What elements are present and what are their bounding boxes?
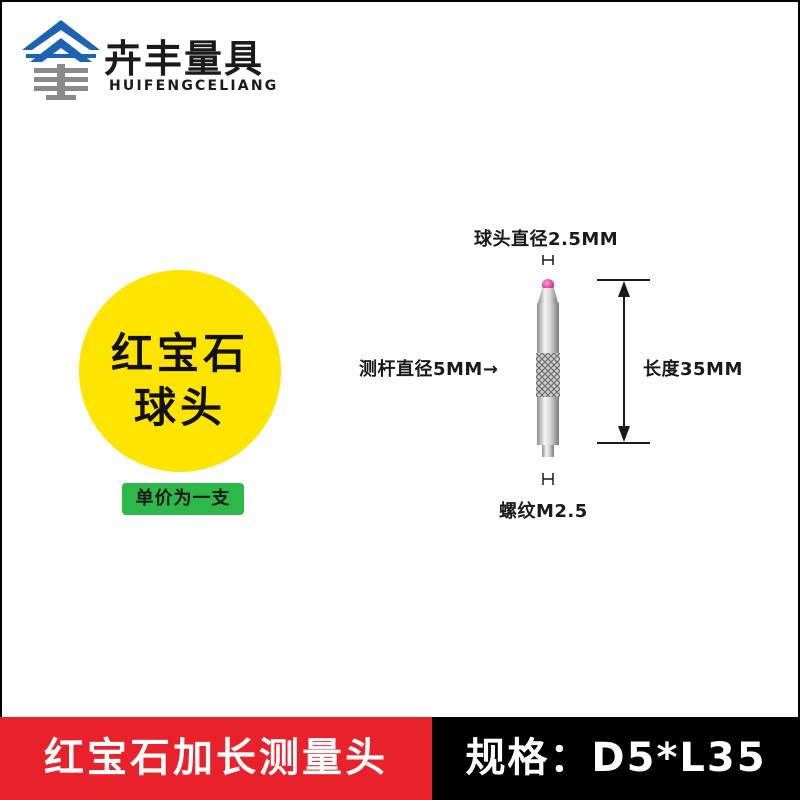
badge-line-1: 红宝石 [110, 329, 249, 378]
footer-spec-bar: 规格：D5*L35 [432, 717, 800, 800]
brand-name-cn: 卉丰量具 [104, 37, 265, 81]
ball-diameter-label: 球头直径2.5MM [474, 229, 619, 250]
probe-shaft-upper [537, 303, 559, 353]
brand-name-en: HUIFENGCELIANG [109, 78, 279, 94]
badge-line-2: 球头 [133, 383, 226, 432]
brand-logo: 卉丰量具 HUIFENGCELIANG [22, 18, 302, 108]
footer-product-name: 红宝石加长测量头 [44, 735, 388, 781]
brand-logo-mark-icon [22, 20, 100, 100]
ball-diameter-marker [542, 255, 554, 265]
probe-diagram [536, 255, 650, 485]
probe-taper [538, 288, 558, 303]
footer-product-bar: 红宝石加长测量头 [0, 717, 432, 800]
footer-spec: 规格：D5*L35 [465, 735, 767, 781]
feature-badge: 红宝石 球头 [79, 270, 281, 472]
probe-knurl [536, 353, 560, 397]
probe-shaft-lower [537, 397, 559, 445]
shaft-diameter-label: 测杆直径5MM→ [359, 359, 499, 380]
length-dimension-marker [597, 279, 650, 444]
probe-thread-stub [542, 445, 554, 457]
length-label: 长度35MM [643, 359, 743, 380]
price-note: 单价为一支 [122, 483, 244, 515]
thread-marker [542, 473, 554, 485]
thread-label: 螺纹M2.5 [499, 501, 588, 522]
